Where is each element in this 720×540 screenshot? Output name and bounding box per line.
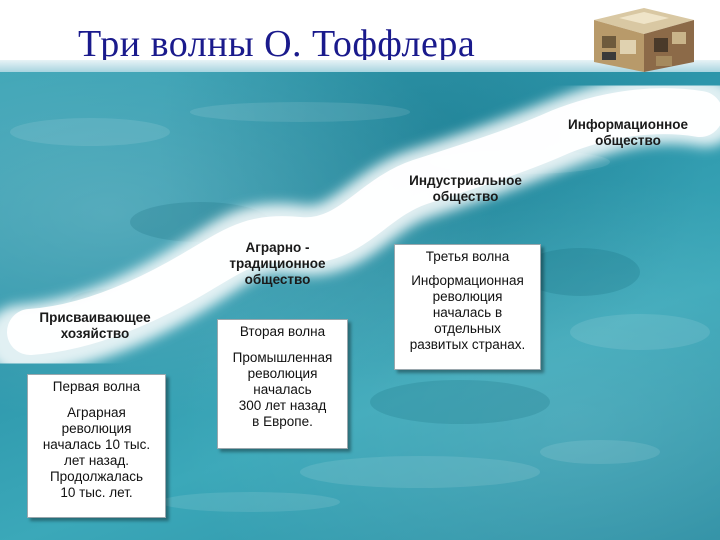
stage-label-appropriating: Присваивающее хозяйство (39, 310, 151, 341)
header-band (0, 60, 720, 74)
wave-title: Вторая волна (239, 324, 326, 339)
stage-label-agrarian: Аграрно - традиционное общество (229, 240, 326, 287)
wave-text: Аграрная революция началась 10 тыс. лет … (42, 405, 151, 500)
progress-path-core (7, 88, 720, 355)
wave-text: Информационная революция началась в отде… (409, 273, 526, 352)
wave-text: Промышленная революция началась 300 лет … (232, 350, 333, 429)
wave-box-second: Вторая волна Промышленная революция нача… (217, 319, 348, 449)
wave-title: Третья волна (425, 249, 510, 264)
slide-header: Три волны О. Тоффлера (0, 0, 720, 74)
wave-box-third: Третья волна Информационная революция на… (394, 244, 541, 370)
sea-background (0, 72, 720, 540)
wave-title: Первая волна (52, 379, 141, 394)
stage-label-information: Информационное общество (567, 117, 689, 148)
slide-title: Три волны О. Тоффлера (78, 23, 476, 65)
stage-label-industrial: Индустриальное общество (409, 173, 522, 204)
cube-logo (594, 8, 694, 72)
progress-path (0, 73, 720, 375)
wave-box-first: Первая волна Аграрная революция началась… (27, 374, 166, 518)
